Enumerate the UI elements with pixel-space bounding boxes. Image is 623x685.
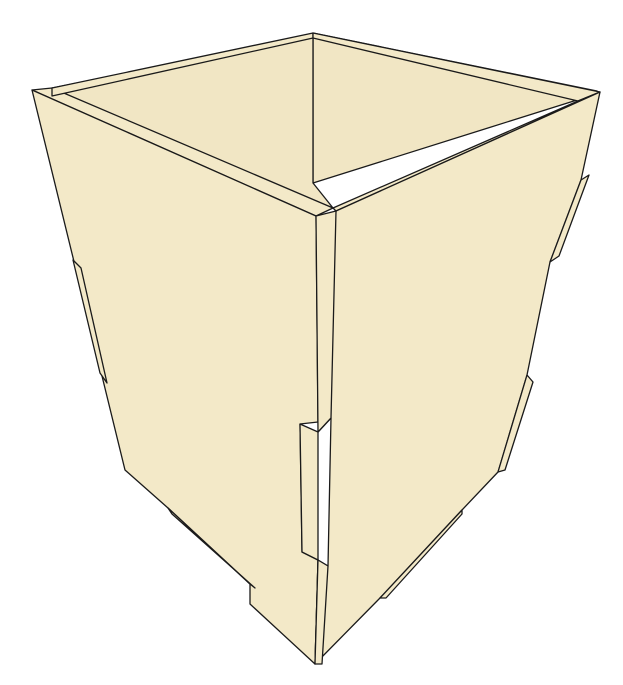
- open-box-model: [31, 32, 601, 665]
- corner-tab-lower: [299, 423, 319, 561]
- right-panel-slot-upper: [549, 174, 590, 263]
- right-panel: [314, 91, 601, 665]
- bottom-tab-left: [167, 507, 256, 589]
- right-panel-slot-lower: [497, 374, 534, 473]
- bottom-tab-right: [379, 509, 463, 599]
- front-corner-edge: [315, 210, 337, 433]
- left-panel-slot: [72, 259, 108, 384]
- corner-tab-bottom: [314, 559, 329, 665]
